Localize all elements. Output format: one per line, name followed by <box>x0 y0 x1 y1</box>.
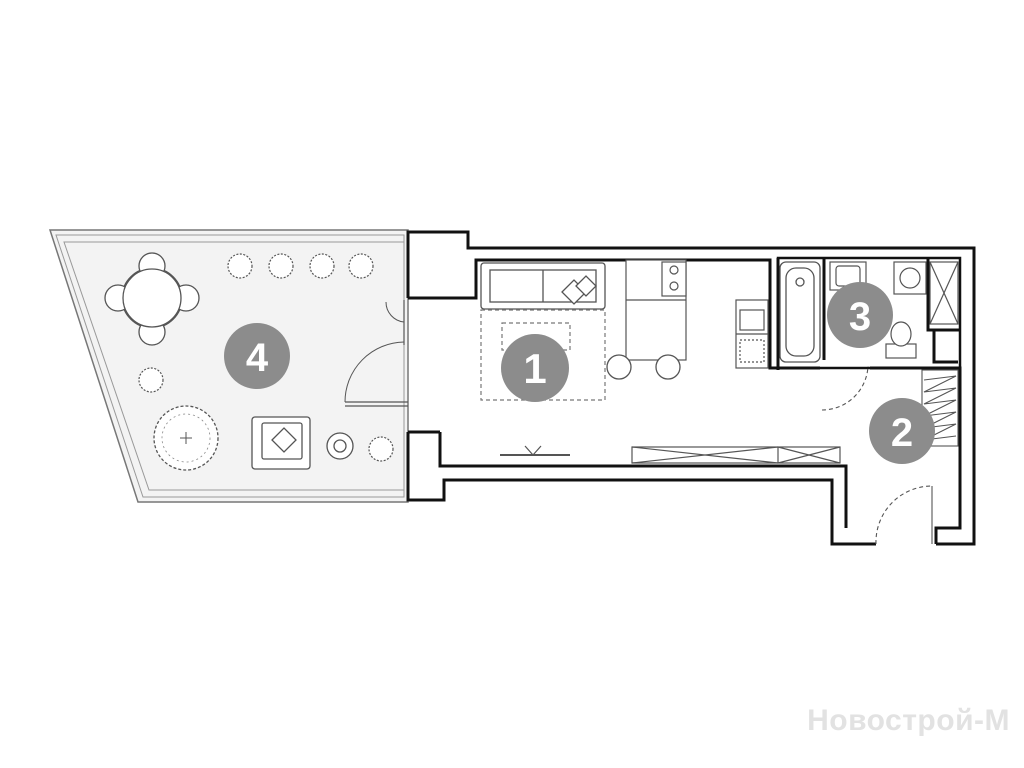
room-badge-4: 4 <box>224 323 290 389</box>
terrace-door[interactable] <box>344 300 408 407</box>
kitchen-unit <box>735 299 769 369</box>
bathtub-icon <box>779 261 821 363</box>
room-badge-2: 2 <box>869 398 935 464</box>
washing-machine-icon <box>893 261 927 295</box>
sofa-icon <box>480 262 606 310</box>
tree-icon <box>153 405 219 471</box>
wardrobe-icon <box>500 445 841 464</box>
bathroom-outline <box>776 256 962 370</box>
kitchen-counter <box>625 259 687 361</box>
dining-table-icon <box>104 252 200 346</box>
room-label-4: 4 <box>246 336 269 380</box>
bar-stools-icon <box>606 354 681 380</box>
shower-icon <box>929 261 959 325</box>
shrub-icon <box>138 253 394 462</box>
watermark: Новострой-М <box>807 704 1010 737</box>
room-badge-1: 1 <box>501 334 569 402</box>
toilet-icon <box>885 321 917 359</box>
side-table-icon <box>326 432 354 460</box>
room-badge-3: 3 <box>827 282 893 348</box>
terrace: 4 <box>48 229 409 503</box>
room-label-3: 3 <box>849 295 871 339</box>
lounge-chair-icon <box>251 416 311 470</box>
entrance-door[interactable] <box>821 365 933 545</box>
room-label-1: 1 <box>523 345 546 392</box>
room-label-2: 2 <box>891 411 913 455</box>
